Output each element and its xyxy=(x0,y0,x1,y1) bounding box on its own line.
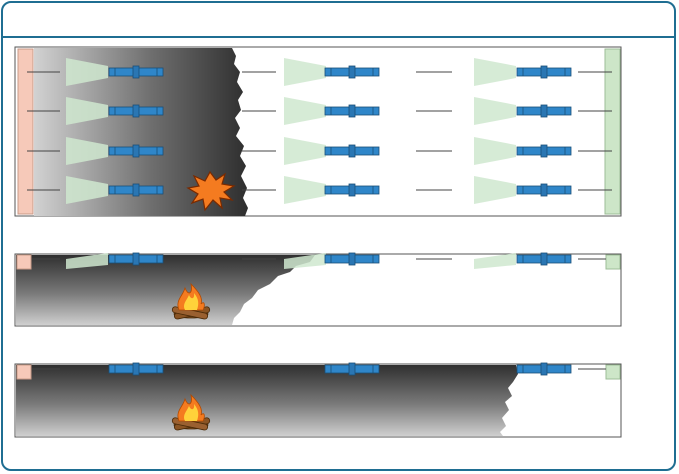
beam-detector xyxy=(324,252,380,266)
light-beam xyxy=(474,58,516,86)
detector-mount xyxy=(132,65,140,79)
panel-explosion-scenario xyxy=(14,46,622,217)
light-beam xyxy=(66,253,108,269)
beam-detector xyxy=(516,252,572,266)
flame-inner xyxy=(184,404,199,421)
light-beam xyxy=(474,97,516,125)
smoke-cloud xyxy=(34,48,248,216)
receiver-wall xyxy=(604,48,621,215)
header-divider xyxy=(3,36,674,38)
light-beam xyxy=(284,97,326,125)
beam-detector xyxy=(516,144,572,158)
receiver-wall xyxy=(605,254,621,270)
beam-detector xyxy=(108,65,164,79)
detector-mount xyxy=(132,104,140,118)
detector-mount xyxy=(540,65,548,79)
beam-detector xyxy=(516,65,572,79)
detector-mount xyxy=(540,144,548,158)
light-beam xyxy=(474,137,516,165)
light-beam xyxy=(284,253,326,269)
beam-detector xyxy=(324,183,380,197)
detector-mount xyxy=(132,362,140,376)
beam-detector xyxy=(108,362,164,376)
light-beam xyxy=(284,58,326,86)
beam-detector xyxy=(108,104,164,118)
light-beam xyxy=(66,97,108,125)
emitter-wall xyxy=(16,364,32,380)
light-beam xyxy=(474,253,516,269)
detector-mount xyxy=(540,183,548,197)
light-beam xyxy=(284,137,326,165)
campfire-icon xyxy=(171,282,211,320)
detector-mount xyxy=(348,144,356,158)
receiver-wall xyxy=(605,364,621,380)
light-beam xyxy=(66,137,108,165)
smoke-cloud xyxy=(16,365,518,436)
smoke-cloud xyxy=(16,255,315,325)
beam-detector xyxy=(108,252,164,266)
detector-mount xyxy=(132,252,140,266)
beam-detector xyxy=(324,144,380,158)
light-beam xyxy=(66,176,108,204)
emitter-wall xyxy=(17,48,34,215)
flame-inner xyxy=(184,293,199,310)
beam-detector xyxy=(108,144,164,158)
beam-detector xyxy=(324,65,380,79)
beam-detector xyxy=(516,104,572,118)
beam-detector xyxy=(324,104,380,118)
emitter-wall xyxy=(16,254,32,270)
detector-mount xyxy=(132,183,140,197)
detector-mount xyxy=(540,362,548,376)
campfire-icon xyxy=(171,393,211,431)
beam-detector xyxy=(324,362,380,376)
light-beam xyxy=(474,176,516,204)
light-beam xyxy=(284,176,326,204)
detector-mount xyxy=(540,104,548,118)
beam-detector xyxy=(516,183,572,197)
detector-mount xyxy=(540,252,548,266)
beam-detector xyxy=(108,183,164,197)
light-beam xyxy=(66,58,108,86)
explosion-icon xyxy=(186,170,236,212)
detector-mount xyxy=(132,144,140,158)
detector-mount xyxy=(348,65,356,79)
panel-fire-smoke-full xyxy=(14,362,622,438)
beam-detector xyxy=(516,362,572,376)
detector-mount xyxy=(348,362,356,376)
detector-mount xyxy=(348,183,356,197)
panel-fire-smoke-partial xyxy=(14,252,622,327)
detector-mount xyxy=(348,104,356,118)
detector-mount xyxy=(348,252,356,266)
